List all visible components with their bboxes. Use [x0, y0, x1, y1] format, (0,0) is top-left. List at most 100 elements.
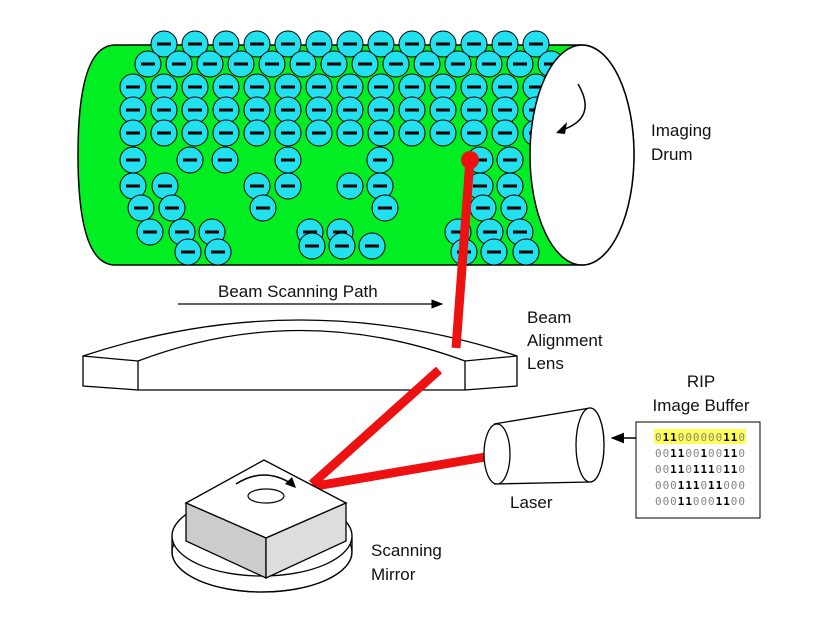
charge-particle	[460, 96, 488, 124]
drum-label-line-1: Imaging	[651, 121, 711, 140]
charge-particle	[274, 96, 302, 124]
charge-particle	[119, 146, 147, 174]
charge-particle	[136, 218, 164, 246]
charge-particle	[398, 30, 426, 58]
charge-particle	[305, 73, 333, 101]
charge-particle	[227, 50, 255, 78]
charge-particle	[475, 50, 503, 78]
charge-particle	[134, 50, 162, 78]
drum-end-cap	[529, 44, 635, 266]
charge-particle	[429, 30, 457, 58]
charge-particle	[150, 96, 178, 124]
beam-spot	[461, 151, 479, 169]
buffer-highlight	[654, 429, 746, 444]
lens-label-line-3: Lens	[527, 354, 564, 373]
charge-particle	[367, 30, 395, 58]
charge-particle	[444, 50, 472, 78]
charge-particle	[150, 30, 178, 58]
charge-particle	[158, 194, 186, 222]
charge-particle	[119, 73, 147, 101]
charge-particle	[243, 119, 271, 147]
beam-alignment-lens	[82, 319, 518, 391]
charge-particle	[181, 96, 209, 124]
rip-image-buffer: 011000000110 001100100110 001101110110 0001…	[635, 421, 761, 519]
charge-particle	[320, 50, 348, 78]
lens-label-line-1: Beam	[527, 308, 571, 327]
charge-particle	[204, 238, 232, 266]
charge-particle	[382, 50, 410, 78]
charge-particle	[358, 232, 386, 260]
charge-particle	[165, 50, 193, 78]
charge-particle	[211, 146, 239, 174]
rotation-arrow	[561, 83, 586, 131]
buffer-row: 001101110110	[655, 463, 745, 476]
charge-particle	[500, 194, 528, 222]
charge-particle	[522, 30, 550, 58]
charge-particle	[429, 119, 457, 147]
charge-particle	[274, 73, 302, 101]
charge-particle	[274, 172, 302, 200]
charge-particle	[243, 73, 271, 101]
lens-label-line-2: Alignment	[527, 331, 603, 350]
charge-particle	[274, 119, 302, 147]
charge-particle	[336, 172, 364, 200]
charge-particle	[150, 73, 178, 101]
charge-particle	[274, 30, 302, 58]
charge-particle	[491, 30, 519, 58]
charge-particle	[243, 172, 271, 200]
charge-particle	[181, 30, 209, 58]
charge-particle	[496, 146, 524, 174]
buffer-title-line-1: RIP	[687, 372, 715, 391]
charge-particle	[336, 96, 364, 124]
mirror-label-line-1: Scanning	[371, 541, 442, 560]
laser-label: Laser	[510, 493, 553, 512]
charge-particle	[336, 30, 364, 58]
charge-particle	[371, 194, 399, 222]
charge-particle	[429, 73, 457, 101]
charge-particle	[429, 96, 457, 124]
rotation-arrow-head	[556, 122, 567, 134]
charge-particle	[258, 50, 286, 78]
charge-particle	[491, 119, 519, 147]
charge-particle	[176, 146, 204, 174]
charge-particle	[212, 96, 240, 124]
charge-particle	[249, 194, 277, 222]
charge-particle	[181, 119, 209, 147]
charge-particle	[119, 96, 147, 124]
charge-particle	[274, 146, 302, 174]
charge-particle	[460, 30, 488, 58]
charge-particle	[336, 73, 364, 101]
charge-particle	[366, 146, 394, 174]
charge-particle	[512, 238, 540, 266]
charge-particle	[480, 238, 508, 266]
charge-particle	[367, 119, 395, 147]
buffer-row: 011000000110	[655, 431, 745, 444]
charge-particle	[174, 238, 202, 266]
charge-particle	[305, 30, 333, 58]
charge-particle	[212, 30, 240, 58]
charge-particle	[289, 50, 317, 78]
charge-particle	[336, 119, 364, 147]
charge-particle	[305, 96, 333, 124]
buffer-row: 000110001100	[655, 495, 745, 508]
charge-particle	[491, 96, 519, 124]
charge-particle	[460, 73, 488, 101]
buffer-row: 001100100110	[655, 447, 745, 460]
charge-particle	[398, 119, 426, 147]
charge-particle	[398, 73, 426, 101]
charge-particle	[366, 172, 394, 200]
charge-particle	[212, 73, 240, 101]
charge-particle	[367, 96, 395, 124]
charge-particle	[491, 73, 519, 101]
beam-path-label: Beam Scanning Path	[218, 282, 378, 301]
charge-particle	[496, 172, 524, 200]
laser-unit	[483, 407, 605, 485]
scanning-mirror	[171, 459, 353, 593]
charge-particle	[305, 119, 333, 147]
charge-particle	[413, 50, 441, 78]
charge-particle	[150, 119, 178, 147]
charge-particle	[298, 232, 326, 260]
charge-particle	[196, 50, 224, 78]
charge-particle	[243, 96, 271, 124]
